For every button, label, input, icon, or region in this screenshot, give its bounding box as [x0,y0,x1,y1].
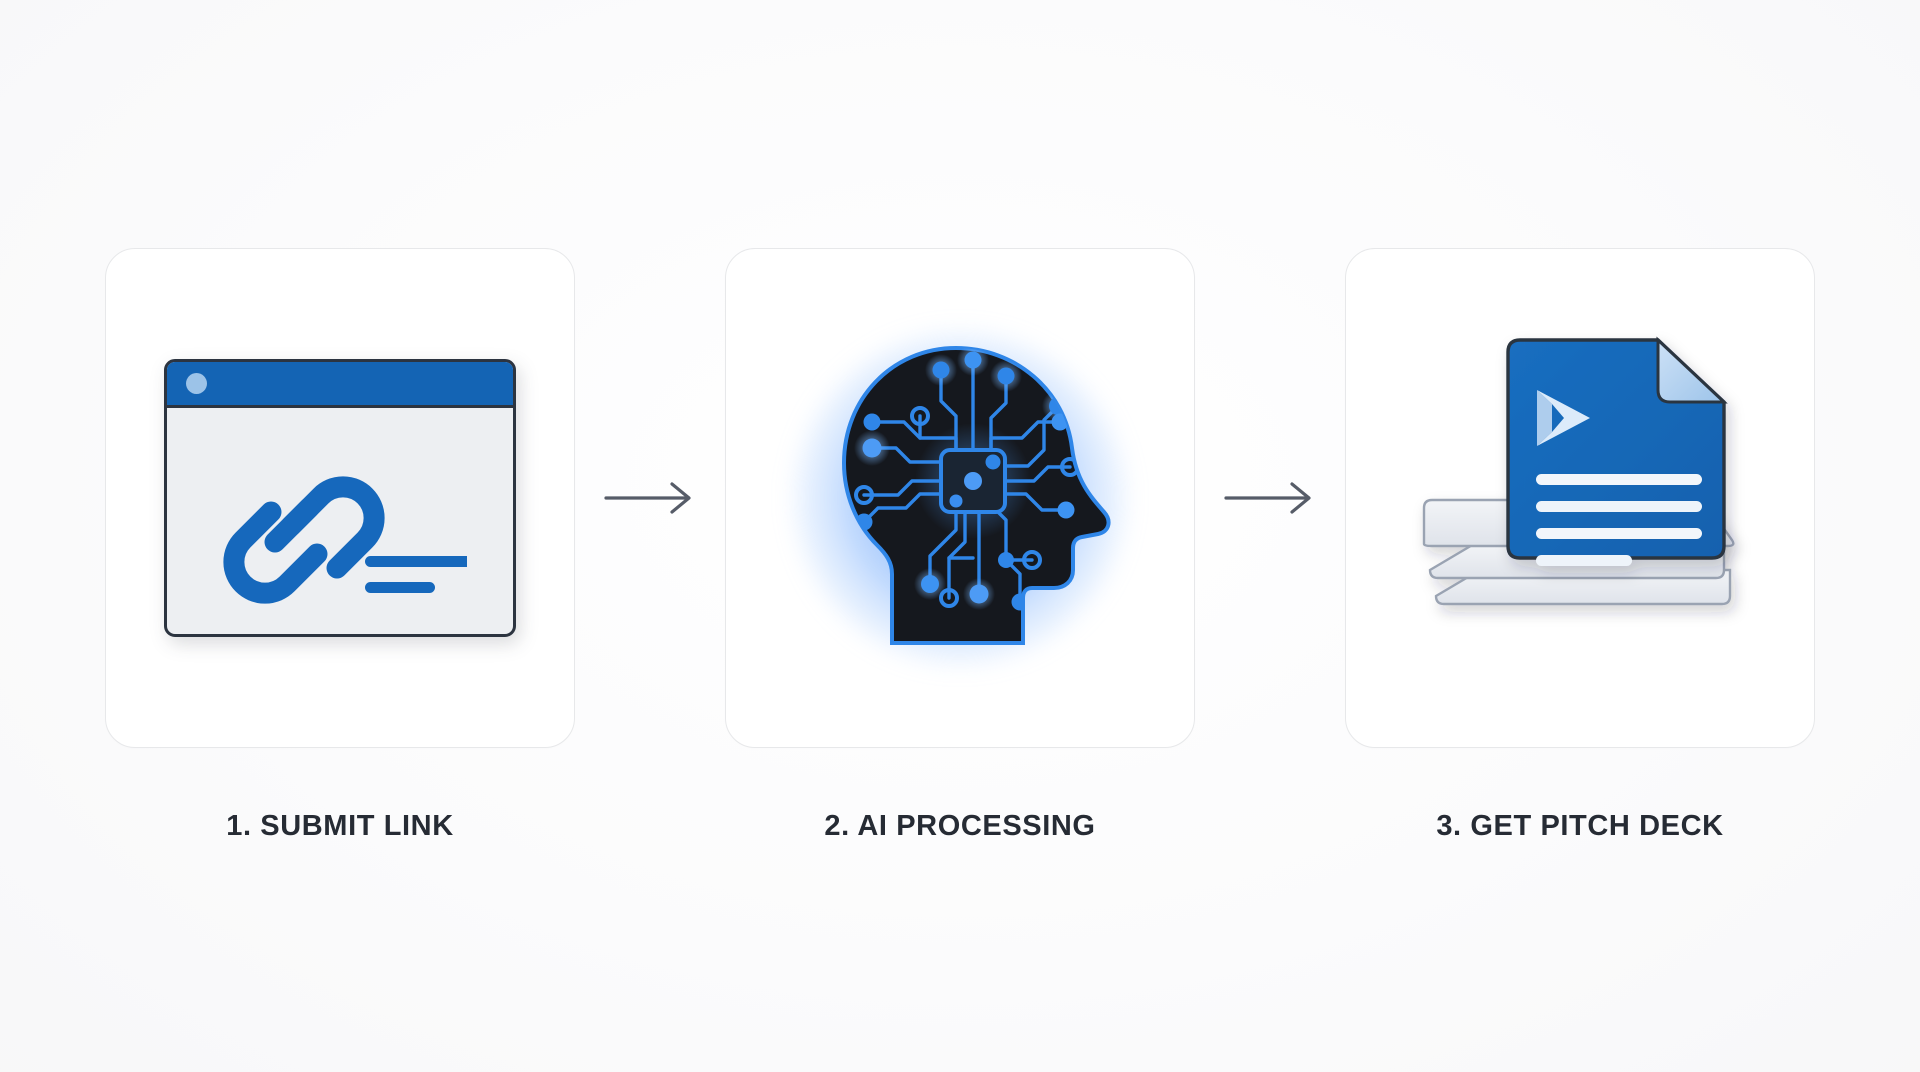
ai-brain-circuit-head-icon [760,298,1160,698]
step-get-pitch-deck[interactable]: 3. GET PITCH DECK [1345,248,1815,843]
ai-head-circuit-svg [841,345,1111,645]
arrow-step1-to-step2 [575,248,725,748]
step-3-label: 3. GET PITCH DECK [1436,810,1724,842]
steps-row: 1. SUBMIT LINK [0,248,1920,843]
play-triangle-icon [1537,390,1590,446]
browser-content-area [167,408,513,631]
step-1-label: 1. SUBMIT LINK [226,810,454,842]
link-text-line-2 [365,582,435,593]
browser-title-bar [167,362,513,408]
step-submit-link[interactable]: 1. SUBMIT LINK [105,248,575,843]
document-text-lines [1536,474,1702,566]
arrow-right-icon [604,482,691,514]
browser-window-dot-icon [186,373,207,394]
chain-link-icon [223,476,467,604]
browser-frame [164,359,516,637]
circuit-traces [854,348,1080,611]
document-folded-corner [1656,336,1728,404]
step-1-icon-card[interactable] [105,248,575,748]
browser-link-icon [164,359,516,637]
arrow-right-icon [1224,482,1311,514]
step-2-label: 2. AI PROCESSING [824,810,1096,842]
step-3-icon-card[interactable] [1345,248,1815,748]
step-ai-processing[interactable]: 2. AI PROCESSING [725,248,1195,843]
link-text-line-1 [365,556,467,567]
pitch-deck-page [1506,336,1728,566]
arrow-step2-to-step3 [1195,248,1345,748]
pitch-deck-document-icon [1400,328,1760,668]
step-2-icon-card[interactable] [725,248,1195,748]
pitch-deck-svg [1422,336,1735,606]
